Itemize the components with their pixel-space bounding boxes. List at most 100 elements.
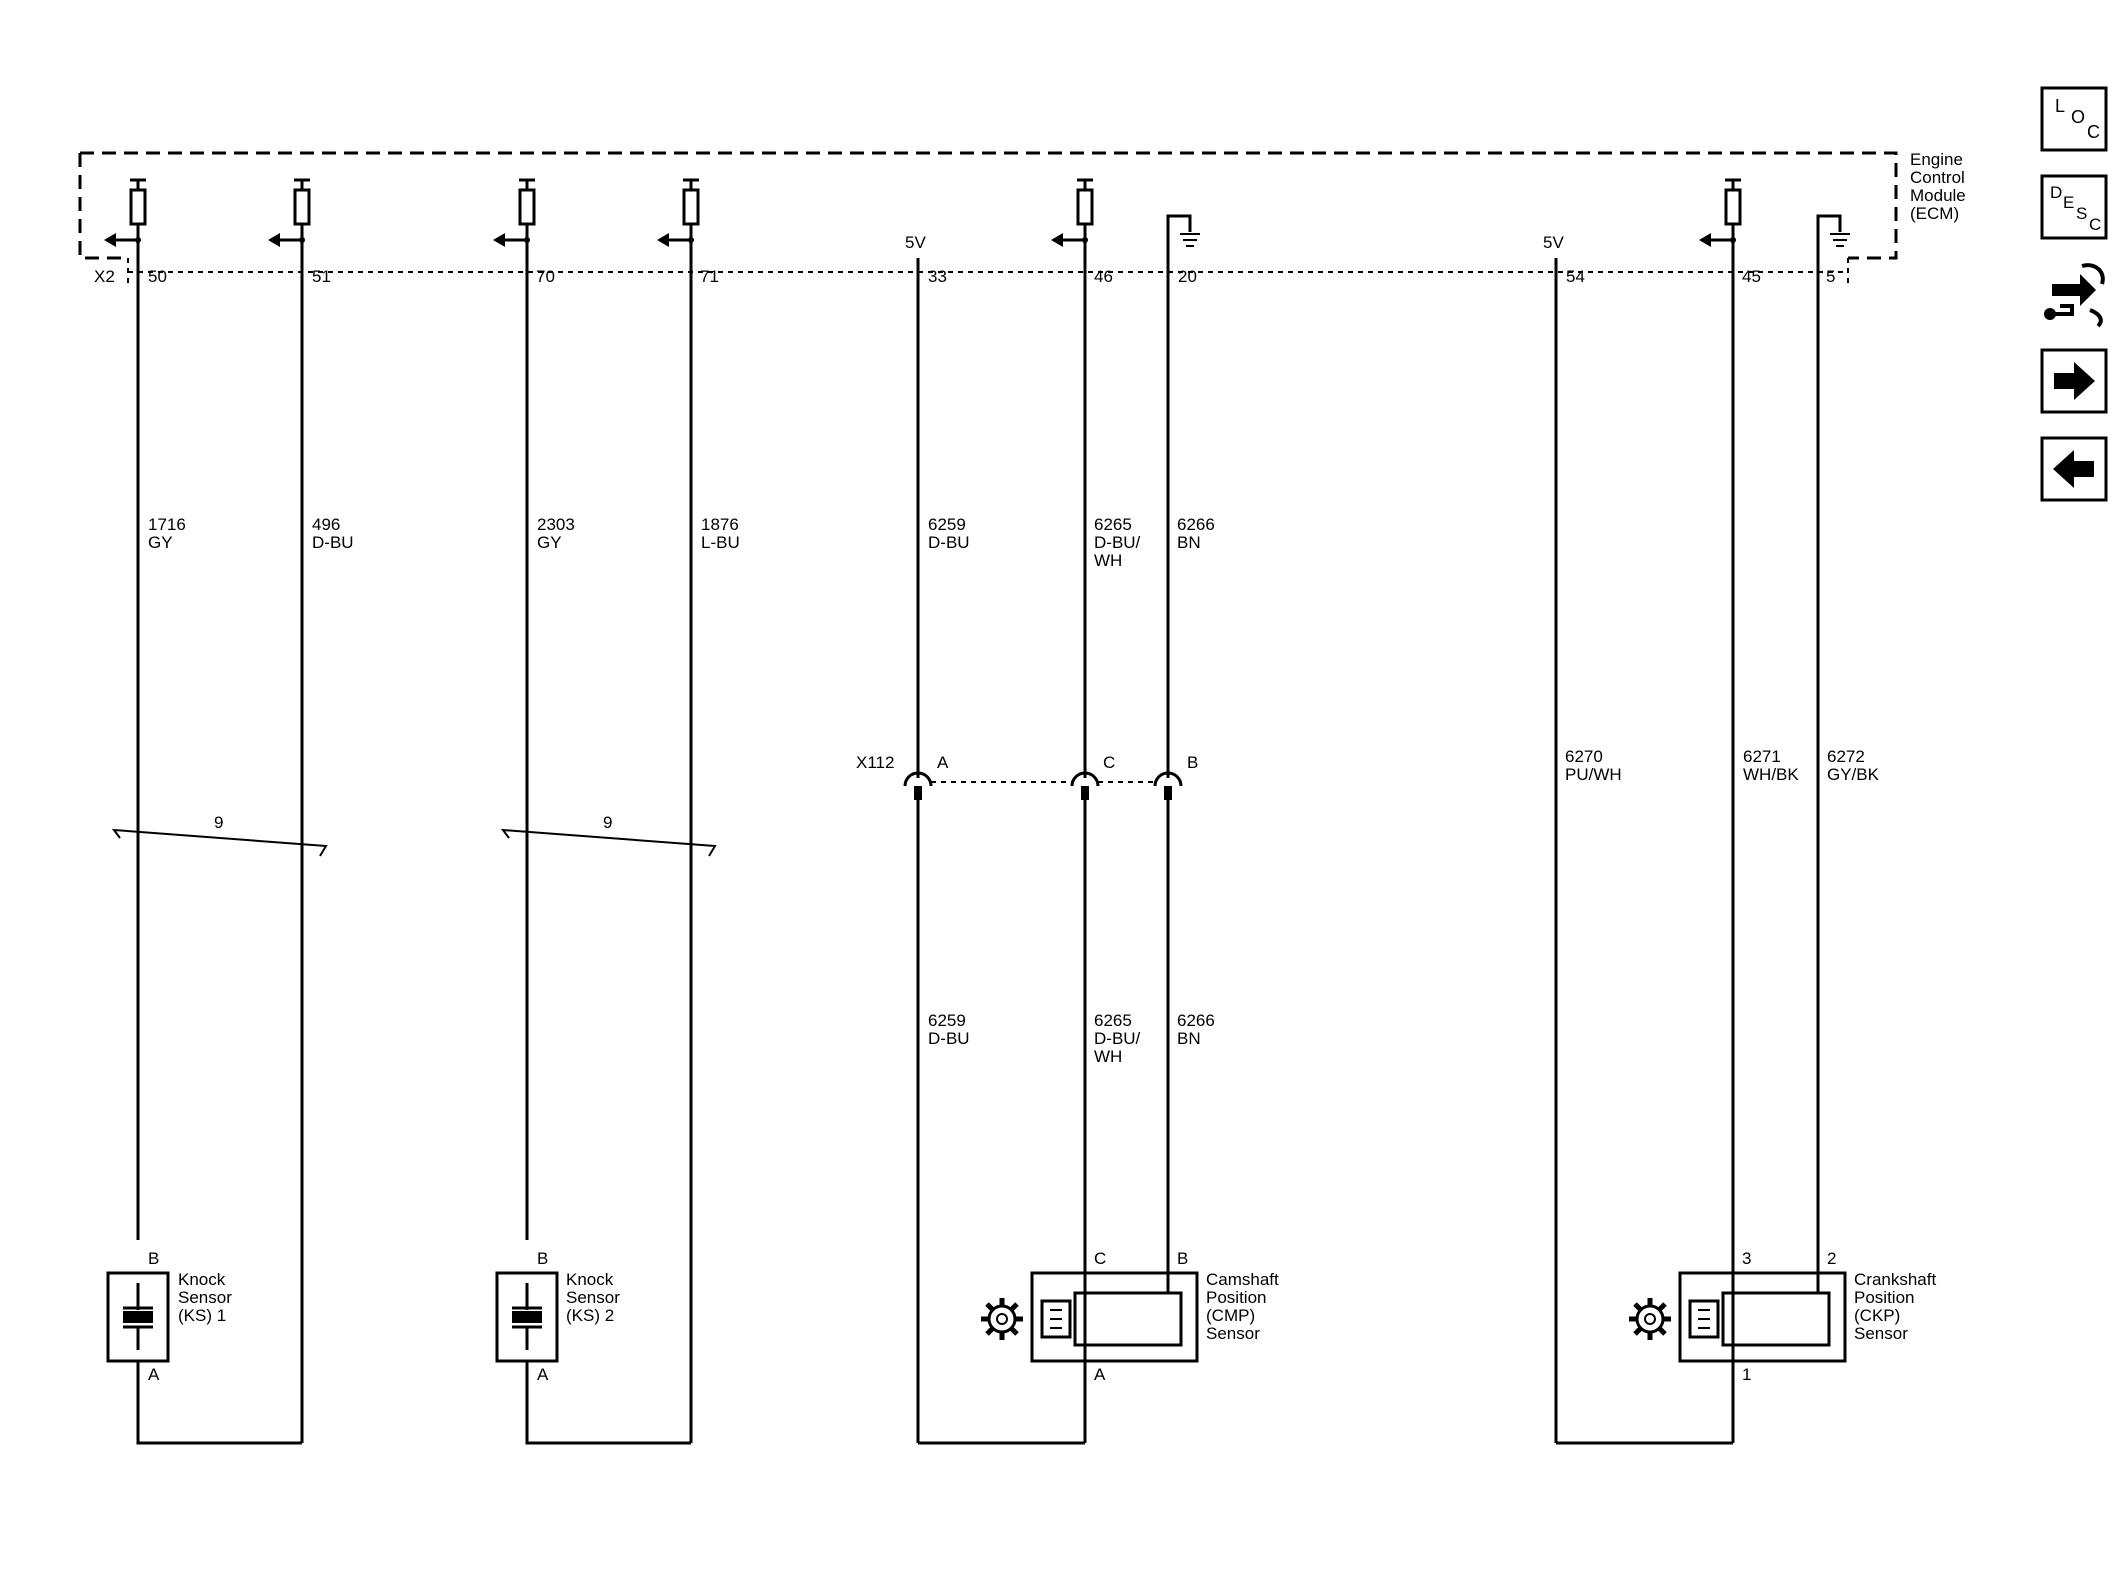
color-d-bu: D-BU	[312, 533, 354, 552]
pin-71: 71	[700, 267, 719, 286]
svg-text:C: C	[2087, 122, 2100, 142]
cmp-label-4: Sensor	[1206, 1324, 1260, 1343]
pin-46: 46	[1094, 267, 1113, 286]
pin-33: 33	[928, 267, 947, 286]
color-d-bu-wh-lower-2: WH	[1094, 1047, 1122, 1066]
color-gy: GY	[148, 533, 173, 552]
circuit-6272: 6272	[1827, 747, 1865, 766]
knock-sensor-1[interactable]: B A Knock Sensor (KS) 1	[106, 1249, 232, 1384]
color-bn-lower: BN	[1177, 1029, 1201, 1048]
pullup-resistor	[493, 178, 536, 247]
ecm-label-1: Engine	[1910, 150, 1963, 169]
svg-text:E: E	[2063, 193, 2074, 212]
cmp-sensor[interactable]: C B A Camshaft Position (CMP) Sensor	[981, 1249, 1279, 1384]
ecm-label-3: Module	[1910, 186, 1966, 205]
cmp-label-3: (CMP)	[1206, 1306, 1255, 1325]
color-bn: BN	[1177, 533, 1201, 552]
color-pu-wh: PU/WH	[1565, 765, 1622, 784]
ckp-pin-2: 2	[1827, 1249, 1836, 1268]
twist-label-2: 9	[603, 813, 612, 832]
volt-label-2: 5V	[1543, 233, 1564, 252]
desc-icon: D E S C	[2050, 183, 2101, 234]
ks1-pin-b: B	[148, 1249, 159, 1268]
pin-54: 54	[1566, 267, 1585, 286]
next-arrow-icon	[2054, 362, 2095, 400]
ckp-label-2: Position	[1854, 1288, 1914, 1307]
ckp-pin-3: 3	[1742, 1249, 1751, 1268]
ckp-sensor[interactable]: 3 2 1 Crankshaft Position (CKP) Sensor	[1629, 1249, 1936, 1384]
ckp-label-1: Crankshaft	[1854, 1270, 1936, 1289]
gear-icon	[1629, 1298, 1671, 1340]
svg-text:S: S	[2076, 204, 2087, 223]
twist-label-1: 9	[214, 813, 223, 832]
volt-label-1: 5V	[905, 233, 926, 252]
wire-labels-upper: 1716 GY 496 D-BU 2303 GY 1876 L-BU 6259 …	[148, 515, 1215, 570]
ks2-pin-b: B	[537, 1249, 548, 1268]
pullup-resistor	[104, 178, 147, 247]
color-l-bu: L-BU	[701, 533, 740, 552]
ks1-pin-a: A	[148, 1365, 160, 1384]
pullup-resistor	[1051, 178, 1094, 247]
pullup-resistor	[657, 178, 700, 247]
previous-arrow-icon	[2053, 450, 2094, 488]
gear-icon	[981, 1298, 1023, 1340]
ecm-pins: 50 51 70 71 33 46 20 54 45 5	[148, 267, 1835, 286]
color-d-bu-wh-1: D-BU/	[1094, 533, 1141, 552]
color-d-bu-2: D-BU	[928, 533, 970, 552]
cmp-label-1: Camshaft	[1206, 1270, 1279, 1289]
pin-5: 5	[1826, 267, 1835, 286]
svg-text:L: L	[2055, 96, 2065, 116]
ks2-label-2: Sensor	[566, 1288, 620, 1307]
ckp-pin-1: 1	[1742, 1365, 1751, 1384]
circuit-6265-lower: 6265	[1094, 1011, 1132, 1030]
nav-loc-button[interactable]: L O C	[2040, 86, 2108, 152]
pin-20: 20	[1178, 267, 1197, 286]
cmp-pin-b: B	[1177, 1249, 1188, 1268]
nav-desc-button[interactable]: D E S C	[2040, 174, 2108, 240]
knock-sensor-2[interactable]: B A Knock Sensor (KS) 2	[495, 1249, 620, 1384]
pin-70: 70	[536, 267, 555, 286]
circuit-1876: 1876	[701, 515, 739, 534]
circuit-496: 496	[312, 515, 340, 534]
ecm-label-2: Control	[1910, 168, 1965, 187]
next-arrow-button[interactable]	[2040, 348, 2108, 414]
circuit-6259-lower: 6259	[928, 1011, 966, 1030]
circuit-6265: 6265	[1094, 515, 1132, 534]
color-d-bu-lower: D-BU	[928, 1029, 970, 1048]
svg-text:C: C	[2089, 215, 2101, 234]
color-wh-bk: WH/BK	[1743, 765, 1799, 784]
circuit-6270: 6270	[1565, 747, 1603, 766]
ecm-box-outline	[80, 151, 1898, 260]
cmp-pin-c: C	[1094, 1249, 1106, 1268]
color-d-bu-wh-2: WH	[1094, 551, 1122, 570]
x112-pin-a: A	[937, 753, 949, 772]
ks2-label-3: (KS) 2	[566, 1306, 614, 1325]
ecm-box-outline-left	[78, 153, 128, 260]
wires	[136, 240, 1820, 1445]
twisted-pair-2: 9	[500, 813, 717, 857]
pin-45: 45	[1742, 267, 1761, 286]
previous-arrow-button[interactable]	[2040, 436, 2108, 502]
ecm-connector-label: X2	[94, 267, 115, 286]
color-gy-bk: GY/BK	[1827, 765, 1880, 784]
ks1-label-3: (KS) 1	[178, 1306, 226, 1325]
pullup-resistor	[268, 178, 311, 247]
connector-end-view-icon[interactable]	[2044, 263, 2105, 328]
ks2-label-1: Knock	[566, 1270, 614, 1289]
ecm-ground-5	[1816, 214, 1850, 314]
ecm-internal-circuits	[104, 178, 1742, 247]
x112-label: X112	[856, 753, 894, 772]
loc-icon: L O C	[2055, 96, 2100, 142]
circuit-6266: 6266	[1177, 515, 1215, 534]
circuit-6266-lower: 6266	[1177, 1011, 1215, 1030]
color-gy-2: GY	[537, 533, 562, 552]
ks1-label-2: Sensor	[178, 1288, 232, 1307]
ecm-module: Engine Control Module (ECM) X2 5V 5V	[78, 150, 1966, 286]
twisted-pair-1: 9	[111, 813, 328, 857]
pin-50: 50	[148, 267, 167, 286]
x112-connector: X112 A C B	[856, 753, 1198, 800]
circuit-6271: 6271	[1743, 747, 1781, 766]
x112-pin-b: B	[1187, 753, 1198, 772]
ks2-pin-a: A	[537, 1365, 549, 1384]
